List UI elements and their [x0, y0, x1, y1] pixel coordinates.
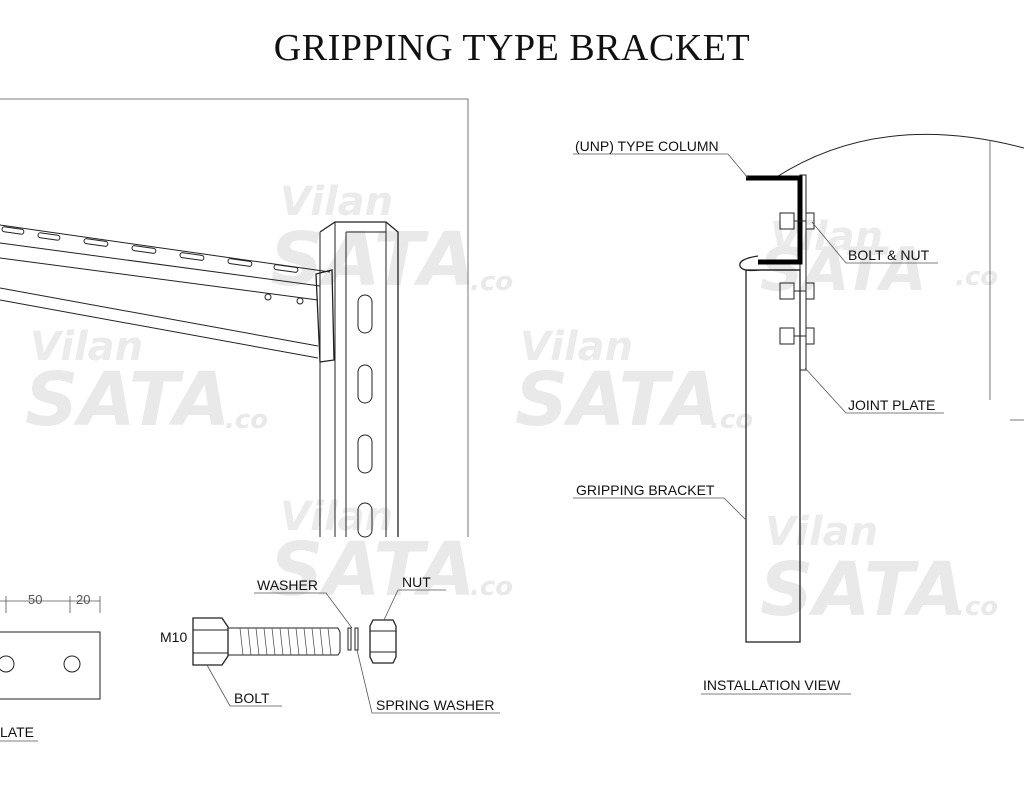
bolt-label: BOLT: [234, 690, 270, 706]
spring-washer-label: SPRING WASHER: [376, 697, 495, 713]
arm-top-edge: [0, 224, 331, 273]
washer-leader: [254, 592, 353, 629]
joint-plate-detail: 50 20 LATE: [0, 592, 101, 742]
watermark-script: Vilan: [520, 324, 633, 370]
reference-arc: [774, 133, 1024, 179]
watermark-suffix: .co: [225, 405, 268, 435]
watermark-brand: SATA: [760, 547, 966, 633]
watermark-group: Vilan SATA .co Vilan SATA .co Vilan SATA…: [25, 179, 998, 633]
bolt-head: [192, 617, 229, 666]
unp-column-label: (UNP) TYPE COLUMN: [575, 138, 719, 154]
arm-bottom-lip: [0, 299, 319, 359]
watermark-script: Vilan: [30, 324, 143, 370]
bolt-nut-group: [779, 212, 815, 345]
joint-plate-label: JOINT PLATE: [848, 397, 935, 413]
nut: [369, 619, 397, 664]
arm-flange-edge: [0, 242, 321, 287]
plate-label: LATE: [0, 724, 34, 740]
bolt-nut-label: BOLT & NUT: [848, 247, 930, 263]
watermark-suffix: .co: [470, 267, 513, 297]
watermark-brand: SATA: [25, 357, 231, 443]
spring-washer: [354, 627, 359, 651]
page-title: GRIPPING TYPE BRACKET: [273, 27, 751, 69]
dimension-50: 50: [28, 592, 42, 607]
gripping-clip: [315, 269, 335, 363]
watermark-script: Vilan: [280, 179, 393, 225]
installation-view-label: INSTALLATION VIEW: [703, 677, 841, 693]
watermark-suffix: .co: [710, 405, 753, 435]
dimension-20: 20: [76, 592, 90, 607]
gripping-bracket-leader: [573, 497, 747, 521]
plate-hole: [0, 655, 15, 673]
washer-label: WASHER: [257, 577, 318, 593]
joint-plate-side: [799, 174, 807, 371]
joint-plate-leader: [804, 367, 944, 414]
watermark-suffix: .co: [955, 262, 998, 292]
unp-column-profile: [746, 175, 803, 265]
watermark-suffix: .co: [470, 572, 513, 602]
gripping-bracket-label: GRIPPING BRACKET: [576, 482, 715, 498]
installation-view: (UNP) TYPE COLUMN BOLT & NUT JOINT PLATE…: [573, 133, 1024, 695]
nut-leader: [383, 589, 446, 621]
fastener-detail: M10 WASHER NUT BOLT SPRING WASHER: [160, 574, 500, 714]
arm-slots: [1, 226, 299, 273]
watermark-brand: SATA: [270, 527, 476, 613]
bolt-leader: [206, 664, 282, 707]
washer: [347, 627, 352, 651]
nut-label: NUT: [402, 574, 431, 590]
column-slots: [357, 294, 373, 538]
bolt-threads: [239, 627, 332, 656]
arm-bottom-edge: [0, 287, 319, 347]
watermark-script: Vilan: [770, 214, 883, 260]
plate-hole: [63, 655, 81, 673]
bolt-nut-leader: [811, 221, 938, 264]
unp-column-leader: [573, 153, 749, 179]
arm-hole: [264, 293, 272, 301]
watermark-brand: SATA: [515, 357, 721, 443]
spring-washer-leader: [356, 649, 500, 714]
arm-web-line: [0, 257, 319, 301]
watermark-suffix: .co: [955, 592, 998, 622]
bolt-size-label: M10: [160, 629, 187, 645]
arm-hole: [296, 297, 304, 305]
watermark-script: Vilan: [280, 494, 393, 540]
bracket-hook: [739, 255, 800, 272]
perspective-view: [0, 98, 469, 538]
joint-plate: [0, 631, 101, 700]
bolt-shank: [228, 627, 341, 656]
watermark-script: Vilan: [765, 509, 878, 555]
watermark-brand: SATA: [270, 217, 476, 303]
view-frame: [0, 98, 469, 537]
